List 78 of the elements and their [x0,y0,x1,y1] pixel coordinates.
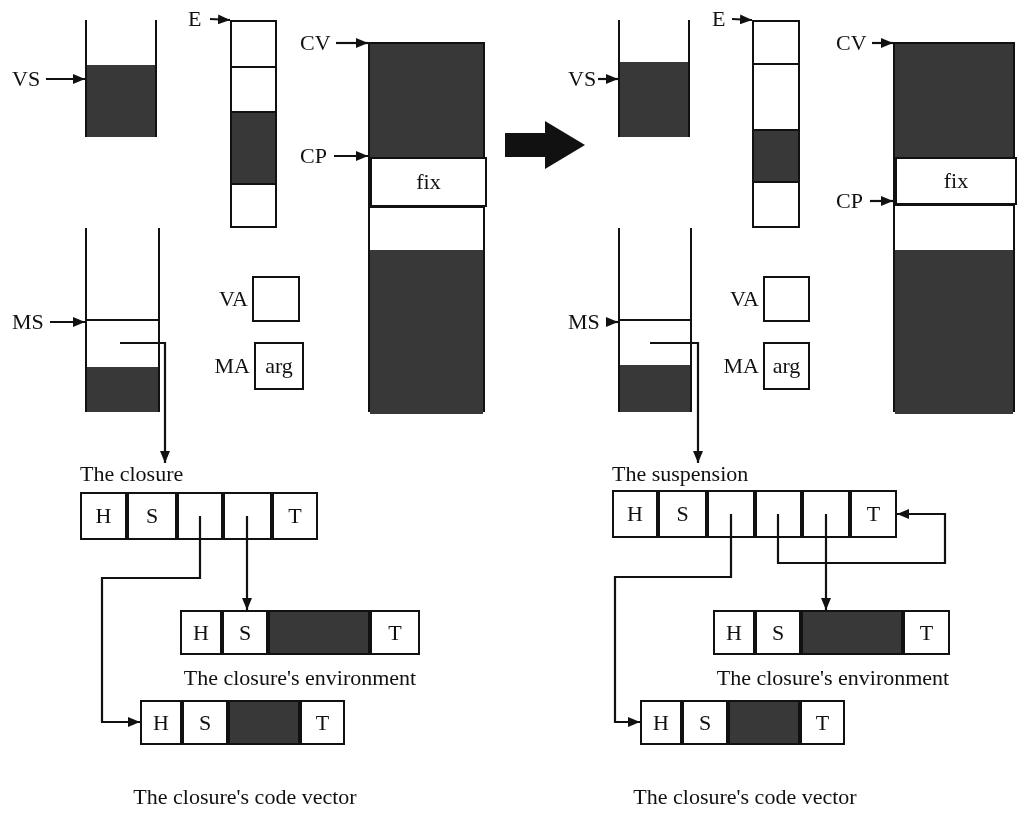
record-heading: The closure [80,463,185,485]
pointer-field [223,492,272,540]
record-field: T [850,490,897,538]
register-label: E [712,8,732,30]
record-heading: The closure's code vector [632,786,858,808]
record-field: T [272,492,318,540]
arrow [731,14,753,25]
record-field: T [300,700,345,745]
register-label: CV [836,32,872,54]
record-field: T [800,700,845,745]
arrow [776,509,947,565]
shaded-field [228,700,300,745]
register-label: E [188,8,210,30]
record-heading: The closure's environment [182,667,418,689]
record-field: S [182,700,228,745]
record-field: S [127,492,177,540]
arrow [870,196,893,206]
register-label: VS [12,68,46,90]
stack-column [618,20,690,137]
record-heading: The suspension [612,463,750,485]
record-field: H [713,610,755,655]
code-slot: fix [370,157,487,207]
arrow [650,341,703,463]
arrow [242,516,252,610]
code-vector-column [893,42,1015,412]
record-heading: The closure's code vector [132,786,358,808]
shaded-field [728,700,800,745]
code-vector-column [368,42,485,412]
arrow [336,38,368,48]
register-box: arg [763,342,810,390]
memory-column [752,20,800,228]
register-label: MA [722,355,759,377]
arrow [120,341,170,463]
register-label: VA [729,288,759,310]
shaded-field [268,610,370,655]
register-label: CP [300,145,334,167]
register-label: CV [300,32,336,54]
arrow [821,514,831,610]
record-field: S [682,700,728,745]
arrow [334,151,368,161]
record-heading: The closure's environment [715,667,951,689]
register-label: MS [568,311,606,333]
arrow [872,38,893,48]
pointer-field [707,490,755,538]
register-label: MA [213,355,250,377]
register-box [763,276,810,322]
stack-column [618,228,692,412]
arrow [613,514,733,727]
register-label: VA [218,288,248,310]
register-label: MS [12,311,50,333]
shaded-field [801,610,903,655]
stack-column [85,20,157,137]
pointer-field [177,492,223,540]
register-label: CP [836,190,870,212]
record-field: S [222,610,268,655]
code-slot: fix [895,157,1017,205]
record-field: T [903,610,950,655]
arrow [209,14,231,25]
record-field: S [658,490,707,538]
register-label: VS [568,68,598,90]
record-field: H [640,700,682,745]
record-field: H [80,492,127,540]
record-field: T [370,610,420,655]
pointer-field [802,490,850,538]
record-field: S [755,610,801,655]
record-field: H [180,610,222,655]
record-field: H [612,490,658,538]
arrow [46,74,85,84]
memory-column [230,20,277,228]
register-box [252,276,300,322]
arrow [598,74,618,84]
arrow [606,317,618,327]
record-field: H [140,700,182,745]
pointer-field [755,490,802,538]
arrow [100,516,202,727]
arrow [50,317,85,327]
stack-column [85,228,160,412]
register-box: arg [254,342,304,390]
